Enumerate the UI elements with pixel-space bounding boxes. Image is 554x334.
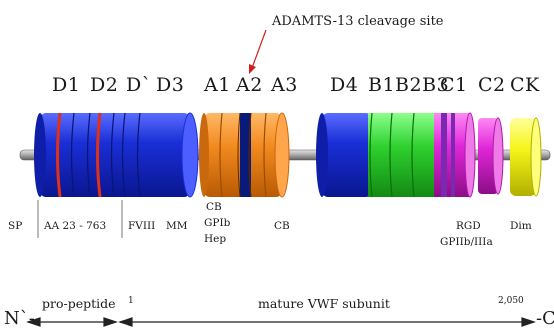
domain-label-c1: C1 (440, 74, 468, 96)
a1-gpib-label: GPIb (204, 217, 231, 229)
propeptide-label: pro-peptide (42, 296, 116, 311)
sp-label: SP (8, 220, 23, 232)
a3-cb-label: CB (274, 220, 290, 232)
domain-label-d3: D3 (156, 74, 185, 96)
gpiib-iiia-label: GPIIb/IIIa (440, 236, 493, 248)
a1-hep-label: Hep (204, 233, 227, 245)
d4-bc-cylinder (316, 112, 476, 198)
a1-cb-label: CB (206, 201, 222, 213)
mature-subunit-arrow (118, 317, 536, 327)
propeptide-arrow (26, 317, 118, 327)
dim-label: Dim (510, 220, 532, 232)
domain-label-a2: A2 (236, 74, 263, 96)
red-stripe-d2 (96, 112, 102, 198)
domain-label-ck: CK (510, 74, 540, 96)
domain-label-d4: D4 (330, 74, 359, 96)
c-terminus-label: -C (536, 308, 554, 329)
domain-label-a3: A3 (271, 74, 298, 96)
a2-domain-band (240, 113, 251, 197)
aa-range-label: AA 23 - 763 (44, 220, 107, 232)
rgd-label: RGD (456, 220, 481, 232)
a-domain-cylinder (199, 112, 290, 198)
domain-label-a1: A1 (204, 74, 231, 96)
d-domain-cylinder (34, 112, 199, 198)
cleavage-arrowhead (249, 64, 256, 74)
mature-subunit-label: mature VWF subunit (258, 296, 390, 311)
domain-label-d1: D1 (52, 74, 81, 96)
domain-label-b1b2b3: B1B2B3 (368, 74, 450, 96)
red-stripe-d1 (56, 112, 62, 198)
residue-one-label: 1 (128, 296, 134, 306)
c2-cylinder (478, 117, 504, 195)
domain-label-d-prime: D` (126, 74, 152, 96)
cleavage-site-label: ADAMTS-13 cleavage site (272, 14, 444, 29)
residue-end-label: 2,050 (498, 296, 524, 306)
cleavage-arrow (251, 29, 267, 69)
purple-band-c1 (441, 113, 447, 197)
n-terminus-label: N`- (4, 308, 35, 329)
ck-cylinder (510, 117, 542, 197)
mm-label: MM (166, 220, 188, 232)
domain-label-c2: C2 (478, 74, 506, 96)
domain-label-d2: D2 (90, 74, 119, 96)
fviii-label: FVIII (128, 220, 156, 232)
purple-band-c1b (451, 113, 455, 197)
